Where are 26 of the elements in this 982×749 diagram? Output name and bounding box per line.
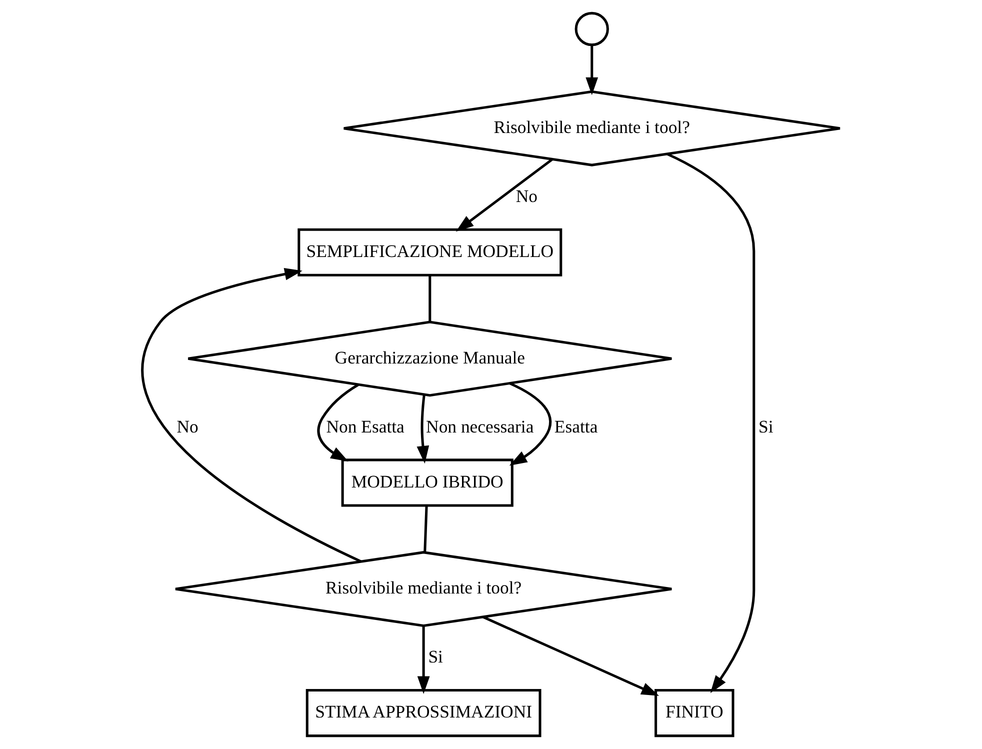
edge-label: Si xyxy=(758,416,774,436)
connector xyxy=(424,506,428,552)
arrow xyxy=(417,626,430,694)
arrow xyxy=(586,44,598,96)
edge-label: No xyxy=(516,186,538,206)
node-box: FINITO xyxy=(654,689,734,738)
arrow xyxy=(482,616,660,696)
arrow xyxy=(666,152,756,694)
node-box: SEMPLIFICAZIONE MODELLO xyxy=(298,228,562,276)
node-box: MODELLO IBRIDO xyxy=(341,458,514,507)
edge-label: No xyxy=(176,416,198,436)
node-box: STIMA APPROSSIMAZIONI xyxy=(306,689,542,738)
arrow xyxy=(456,158,553,232)
arrow xyxy=(416,394,430,464)
edge-label: Esatta xyxy=(554,416,598,436)
arrow xyxy=(141,268,362,563)
arrow xyxy=(509,382,552,466)
edge-label: Non Esatta xyxy=(326,416,404,436)
connector xyxy=(428,276,432,322)
node-diamond: Risolvibile mediante i tool? xyxy=(174,551,673,627)
arrow xyxy=(317,384,360,462)
edge-label: Si xyxy=(428,646,443,667)
node-diamond: Risolvibile mediante i tool? xyxy=(342,90,842,166)
edge-label: Non necessaria xyxy=(426,416,534,436)
node-diamond: Gerarchizzazione Manuale xyxy=(186,320,673,397)
node-circle xyxy=(574,12,609,46)
